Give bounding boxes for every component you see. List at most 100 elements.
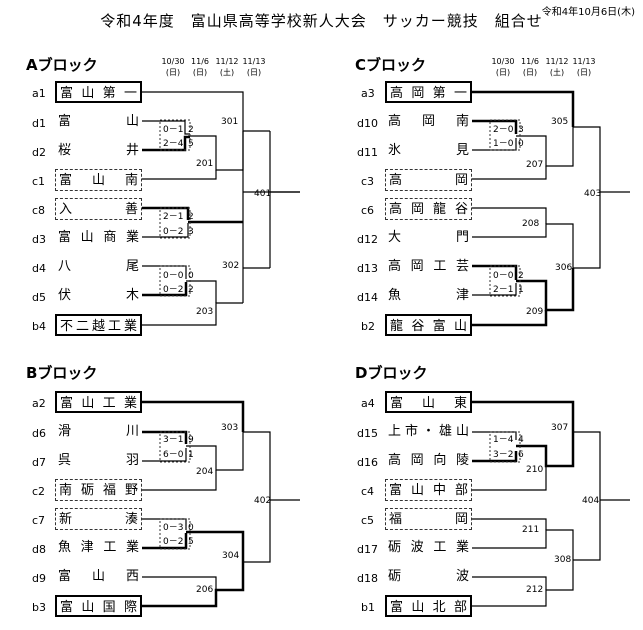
team-name: 呉羽	[58, 453, 139, 468]
seed-label: d1	[32, 117, 46, 130]
team-name: 富山工業	[55, 391, 142, 413]
team-name: 砺波	[388, 569, 469, 584]
team-name: 氷見	[388, 143, 469, 158]
score: 1－4	[493, 435, 514, 445]
score: 3－2	[493, 450, 513, 460]
match-number: 304	[222, 551, 239, 561]
match-number: 210	[526, 465, 543, 475]
match-number: 203	[196, 307, 213, 317]
document-date: 令和4年10月6日(木)	[541, 7, 635, 18]
match-number: 403	[584, 189, 601, 199]
score: 6－0	[163, 450, 184, 460]
team-name: 伏木	[58, 288, 139, 303]
team-name: 富山	[58, 114, 139, 129]
team-name: 富山南	[55, 169, 142, 191]
seed-label: c2	[32, 485, 46, 498]
match-number: 302	[222, 261, 239, 271]
score: 2－1	[163, 212, 183, 222]
seed-label: d18	[357, 572, 378, 585]
score: 0	[518, 139, 524, 149]
match-number: 303	[221, 423, 238, 433]
seed-label: d8	[32, 543, 46, 556]
team-name: 富山第一	[55, 81, 142, 103]
score: 3	[188, 227, 194, 237]
seed-label: d7	[32, 456, 46, 469]
score: 0－2	[163, 227, 183, 237]
score: 5	[188, 537, 194, 547]
team-name: 南砺福野	[55, 479, 142, 501]
team-name: 富山西	[58, 569, 139, 584]
seed-label: c8	[32, 204, 46, 217]
match-number: 201	[196, 159, 213, 169]
seed-label: b4	[32, 320, 46, 333]
seed-label: d15	[357, 427, 378, 440]
team-name: 魚津工業	[58, 540, 139, 555]
score: 6	[518, 450, 524, 460]
block-a-title: Aブロック	[26, 56, 98, 74]
document-title: 令和4年度 富山県高等学校新人大会 サッカー競技 組合せ	[100, 12, 543, 30]
seed-label: d14	[357, 291, 378, 304]
team-name: 富山中部	[385, 479, 472, 501]
score: 1	[188, 450, 194, 460]
match-number: 208	[522, 219, 539, 229]
match-number: 307	[551, 423, 568, 433]
match-number: 211	[522, 525, 539, 535]
score: 4	[518, 435, 524, 445]
team-name: 富山商業	[58, 230, 139, 245]
team-name: 龍谷富山	[385, 314, 472, 336]
score: 3	[518, 125, 524, 135]
team-name: 高岡	[385, 169, 472, 191]
score: 2	[188, 285, 194, 295]
score: 2－0	[493, 125, 514, 135]
score: 0	[188, 271, 194, 281]
seed-label: d12	[357, 233, 378, 246]
score: 1－0	[493, 139, 514, 149]
round-date-1: 10/30(日)	[161, 57, 185, 77]
match-number: 209	[526, 307, 543, 317]
score: 3－1	[163, 435, 183, 445]
score: 0	[188, 523, 194, 533]
round-date-2: 11/6(日)	[191, 57, 209, 77]
team-name: 高岡龍谷	[385, 198, 472, 220]
seed-label: c3	[361, 175, 375, 188]
seed-label: d10	[357, 117, 378, 130]
round-date-4: 11/13(日)	[572, 57, 596, 77]
match-number: 401	[254, 189, 271, 199]
score: 2	[188, 212, 194, 222]
score: 0－2	[163, 537, 183, 547]
team-name: 高岡向陵	[388, 453, 469, 468]
score: 0－3	[163, 523, 183, 533]
score: 0－0	[163, 271, 184, 281]
team-name: 上市・雄山	[388, 424, 469, 439]
score: 9	[188, 435, 194, 445]
score: 2－4	[163, 139, 184, 149]
match-number: 308	[554, 555, 571, 565]
match-number: 402	[254, 496, 271, 506]
match-number: 206	[196, 585, 213, 595]
round-date-3: 11/12(土)	[545, 57, 569, 77]
score: 0－2	[163, 285, 183, 295]
block-c-title: Cブロック	[355, 56, 427, 74]
seed-label: a2	[32, 397, 46, 410]
team-name: 高岡第一	[385, 81, 472, 103]
score: 5	[188, 139, 194, 149]
round-date-3: 11/12(土)	[215, 57, 239, 77]
team-name: 富山北部	[385, 595, 472, 617]
round-date-1: 10/30(日)	[491, 57, 515, 77]
round-date-2: 11/6(日)	[521, 57, 539, 77]
seed-label: c7	[32, 514, 46, 527]
seed-label: d11	[357, 146, 378, 159]
round-date-4: 11/13(日)	[242, 57, 266, 77]
seed-label: a3	[361, 87, 375, 100]
score: 2	[188, 125, 194, 135]
match-number: 305	[551, 117, 568, 127]
score: 2－1	[493, 285, 513, 295]
team-name: 魚津	[388, 288, 469, 303]
seed-label: c1	[32, 175, 46, 188]
seed-label: d13	[357, 262, 378, 275]
seed-label: d4	[32, 262, 46, 275]
score: 2	[518, 271, 524, 281]
team-name: 砺波工業	[388, 540, 469, 555]
team-name: 福岡	[385, 508, 472, 530]
